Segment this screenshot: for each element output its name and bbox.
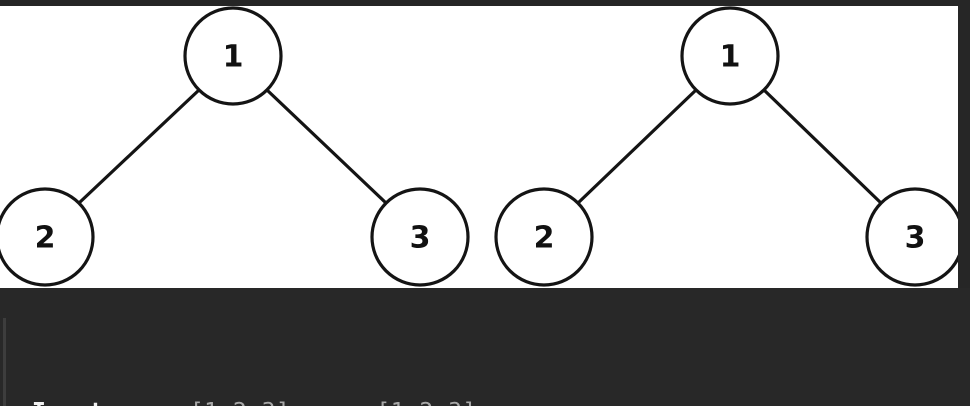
input-label: Input: xyxy=(32,399,118,406)
edge-q-root-to-right xyxy=(762,88,883,205)
edge-p-root-to-right xyxy=(265,88,388,205)
input-value: p = [1,2,3], q = [1,2,3] xyxy=(118,399,477,406)
tree-node-q-right: 3 xyxy=(865,187,958,287)
tree-node-p-root: 1 xyxy=(183,6,283,106)
node-value-label: 3 xyxy=(905,221,926,256)
node-value-label: 1 xyxy=(223,40,244,75)
tree-node-p-left: 2 xyxy=(0,187,95,287)
node-circle xyxy=(494,187,594,287)
tree-q: 1 2 3 xyxy=(494,6,958,287)
tree-node-q-root: 1 xyxy=(680,6,780,106)
edge-q-root-to-left xyxy=(576,88,698,205)
tree-diagram-svg: 1 2 3 1 xyxy=(0,6,958,287)
blockquote-accent-bar xyxy=(3,318,6,406)
edge-p-root-to-left xyxy=(77,88,201,205)
node-circle xyxy=(370,187,470,287)
node-circle xyxy=(183,6,283,106)
node-value-label: 2 xyxy=(534,221,555,256)
node-value-label: 2 xyxy=(35,221,56,256)
node-circle xyxy=(0,187,95,287)
example-text: Input: p = [1,2,3], q = [1,2,3] Output: … xyxy=(32,312,477,406)
node-value-label: 1 xyxy=(720,40,741,75)
example-caption-panel: Input: p = [1,2,3], q = [1,2,3] Output: … xyxy=(0,288,970,406)
tree-node-q-left: 2 xyxy=(494,187,594,287)
node-circle xyxy=(865,187,958,287)
node-value-label: 3 xyxy=(410,221,431,256)
node-circle xyxy=(680,6,780,106)
tree-diagram-panel: 1 2 3 1 xyxy=(0,6,958,288)
tree-p: 1 2 3 xyxy=(0,6,470,287)
input-line: Input: p = [1,2,3], q = [1,2,3] xyxy=(32,392,477,406)
tree-node-p-right: 3 xyxy=(370,187,470,287)
